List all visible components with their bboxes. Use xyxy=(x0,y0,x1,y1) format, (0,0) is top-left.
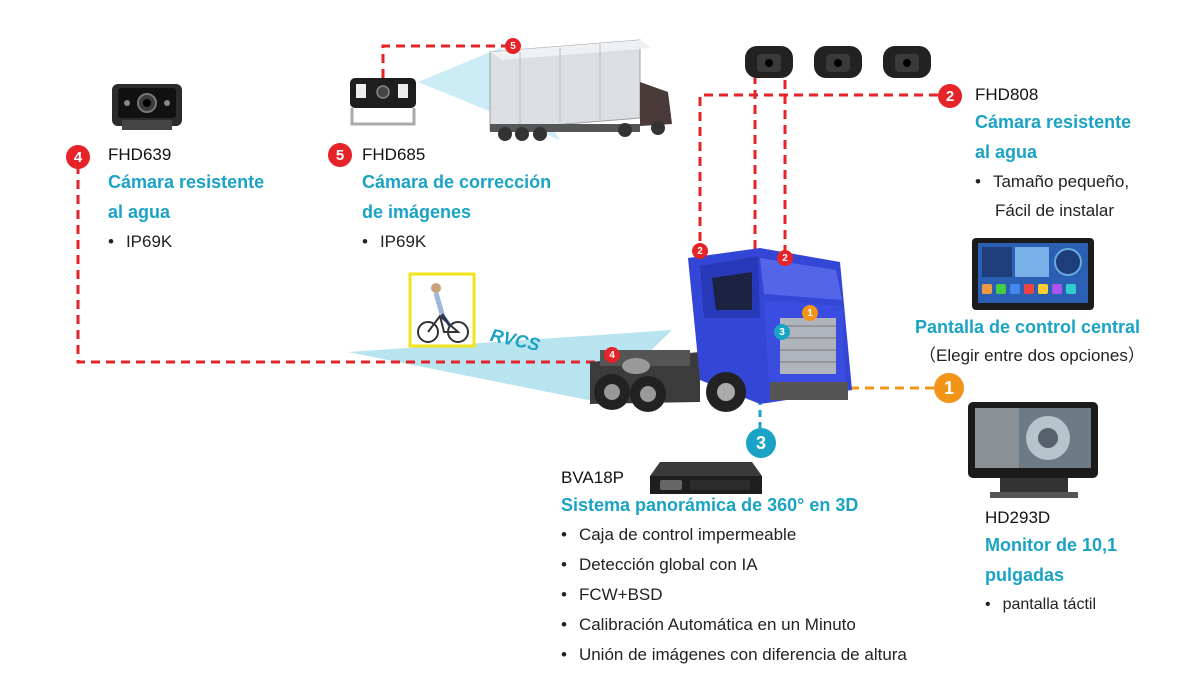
central-screen-note: （Elegir entre dos opciones） xyxy=(919,346,1145,365)
rear-camera-icon xyxy=(112,84,182,130)
bva18p-bullet-4: Calibración Automática en un Minuto xyxy=(561,610,907,640)
bva18p-bullet-5: Unión de imágenes con diferencia de altu… xyxy=(561,640,907,670)
front-monitor-marker: 1 xyxy=(802,305,818,321)
fhd685-model: FHD685 xyxy=(362,145,426,164)
fhd685-number-badge: 5 xyxy=(328,143,352,167)
bva18p-model: BVA18P xyxy=(561,468,625,487)
control-box-icon xyxy=(650,462,762,494)
fhd808-title-line2: al agua xyxy=(975,142,1038,162)
correction-camera-icon xyxy=(350,78,416,126)
head-unit-icon xyxy=(972,238,1094,310)
central-screen-info: Pantalla de control central （Elegir entr… xyxy=(915,312,1145,370)
bva18p-bullet-1: Caja de control impermeable xyxy=(561,520,907,550)
bva18p-bullet-2: Detección global con IA xyxy=(561,550,907,580)
cyclist-illustration xyxy=(408,272,476,348)
fhd639-title-line2: al agua xyxy=(108,202,171,222)
fhd685-connection-line xyxy=(381,44,510,78)
fhd808-bullet-continued: Fácil de instalar xyxy=(995,201,1115,220)
hd293d-title-line1: Monitor de 10,1 xyxy=(985,535,1118,555)
fhd685-bullet: IP69K xyxy=(362,227,551,257)
mini-camera-icon xyxy=(745,46,931,78)
rear-camera-marker: 4 xyxy=(604,347,620,363)
panoramic-marker: 3 xyxy=(774,324,790,340)
fhd808-info: FHD808 Cámara resistente al agua Tamaño … xyxy=(975,85,1131,225)
fhd685-title-line2: de imágenes xyxy=(362,202,472,222)
trailer-truck-illustration xyxy=(489,39,672,141)
fhd808-number-badge: 2 xyxy=(938,84,962,108)
bva18p-title: Sistema panorámica de 360° en 3D xyxy=(561,495,859,515)
central-screen-title: Pantalla de control central xyxy=(915,317,1141,337)
hd293d-title-line2: pulgadas xyxy=(985,565,1065,585)
bva18p-info: BVA18P Sistema panorámica de 360° en 3D … xyxy=(561,468,907,670)
fhd808-bullet: Tamaño pequeño, xyxy=(975,167,1131,197)
cab-camera-marker-right: 2 xyxy=(777,250,793,266)
hd293d-model: HD293D xyxy=(985,508,1051,527)
bva18p-number-badge: 3 xyxy=(746,428,776,458)
fhd639-number-badge: 4 xyxy=(66,145,90,169)
fhd685-title-line1: Cámara de corrección xyxy=(362,172,552,192)
fhd639-title-line1: Cámara resistente xyxy=(108,172,265,192)
fhd639-bullet: IP69K xyxy=(108,227,264,257)
truck-illustration xyxy=(590,248,852,412)
fhd639-connection-line xyxy=(76,165,610,364)
fhd639-info: FHD639 Cámara resistente al agua IP69K xyxy=(108,145,264,257)
fhd685-info: FHD685 Cámara de corrección de imágenes … xyxy=(362,145,551,257)
fhd808-title-line1: Cámara resistente xyxy=(975,112,1132,132)
hd293d-info: HD293D Monitor de 10,1 pulgadas pantalla… xyxy=(985,508,1117,620)
fhd808-model: FHD808 xyxy=(975,85,1039,104)
cab-camera-marker-left: 2 xyxy=(692,243,708,259)
hd293d-bullet: pantalla táctil xyxy=(985,590,1117,620)
bva18p-bullet-3: FCW+BSD xyxy=(561,580,907,610)
fhd808-connection-line-left xyxy=(698,93,938,245)
fhd639-model: FHD639 xyxy=(108,145,172,164)
trailer-camera-marker: 5 xyxy=(505,38,521,54)
hd293d-number-badge: 1 xyxy=(934,373,964,403)
monitor-icon xyxy=(968,402,1098,498)
